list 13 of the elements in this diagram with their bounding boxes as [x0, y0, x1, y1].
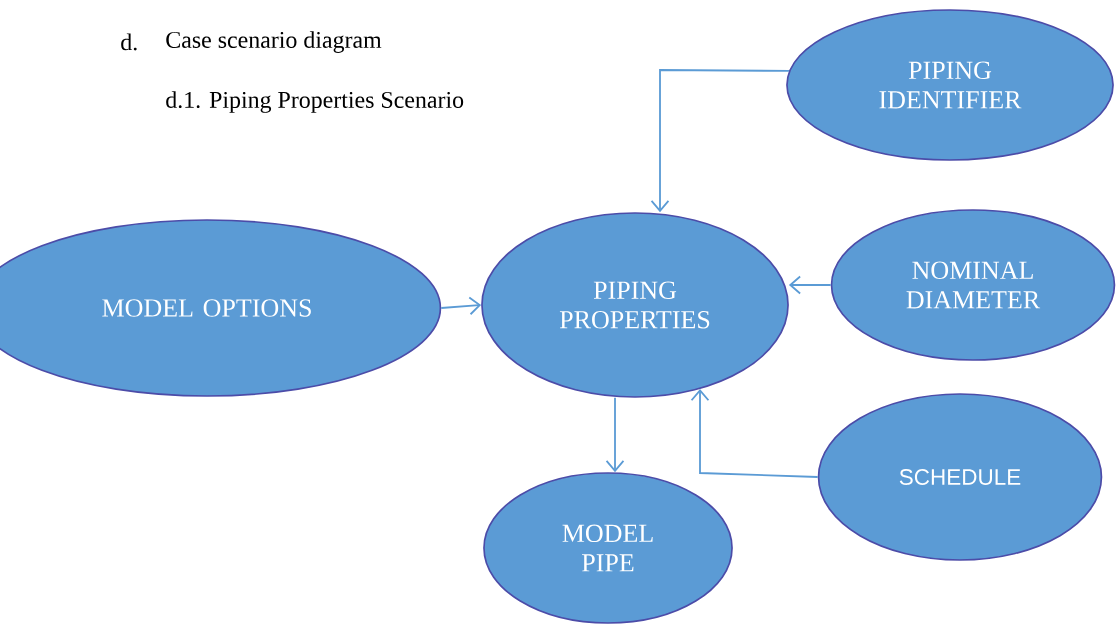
- oval-node: PIPING PROPERTIES: [481, 212, 789, 398]
- oval-node: PIPING IDENTIFIER: [786, 9, 1114, 161]
- arrow: [690, 389, 819, 478]
- heading-text: d.: [121, 33, 137, 51]
- oval-node: MODEL PIPE: [483, 472, 733, 624]
- oval-node: NOMINAL DIAMETER: [830, 209, 1116, 361]
- arrow: [605, 396, 625, 473]
- arrow: [650, 69, 790, 213]
- arrow: [788, 275, 832, 295]
- arrow: [440, 296, 482, 316]
- heading-text: d.1. Piping Properties Scenario: [166, 91, 464, 113]
- oval-node: SCHEDULE: [817, 393, 1103, 561]
- heading-text: Case scenario diagram: [166, 31, 382, 53]
